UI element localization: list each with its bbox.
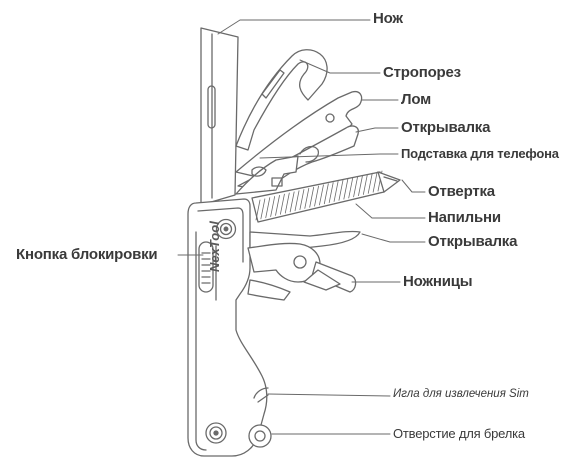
top-screw xyxy=(215,218,237,240)
file-hatch-line xyxy=(323,183,329,205)
file-hatch-line xyxy=(294,190,300,212)
leader-file xyxy=(355,203,426,219)
brand-label: NexTool xyxy=(207,221,222,272)
file-hatch-line xyxy=(338,179,344,201)
file-tool xyxy=(251,170,385,223)
file-hatch-line xyxy=(348,177,354,199)
label-lock-button: Кнопка блокировки xyxy=(16,246,158,263)
leader-knife xyxy=(217,19,371,35)
bottom-screw xyxy=(205,422,227,444)
label-file: Напильни xyxy=(428,209,501,226)
label-knife: Нож xyxy=(373,10,403,27)
strap-cutter-blade xyxy=(235,49,328,151)
file-hatch-line xyxy=(279,193,285,215)
file-hatch-line xyxy=(284,192,290,214)
file-hatch-line xyxy=(265,197,271,219)
file-hatch-line xyxy=(362,174,368,195)
file-hatch-line xyxy=(353,176,359,198)
leader-lines xyxy=(177,19,426,435)
label-sim-pin: Игла для извлечения Sim xyxy=(393,388,529,400)
label-phone-stand: Подставка для телефона xyxy=(401,146,559,161)
file-hatch-line xyxy=(319,184,324,206)
file-hatch-line xyxy=(304,187,310,209)
label-bottle-opener-top: Открывалка xyxy=(401,119,491,136)
file-hatch-line xyxy=(333,181,339,202)
leader-phone-stand xyxy=(259,153,399,159)
knife-blade xyxy=(200,27,239,206)
leader-strap-cutter xyxy=(299,59,381,74)
file-hatch-line xyxy=(260,198,266,220)
label-keyring-hole: Отверстие для брелка xyxy=(393,426,525,441)
file-hatch-line xyxy=(343,178,349,200)
leader-sim-pin xyxy=(267,393,391,397)
label-strap-cutter: Стропорез xyxy=(383,64,461,81)
file-hatch-line xyxy=(270,196,276,217)
file-hatch-line xyxy=(372,171,378,193)
leader-screwdriver xyxy=(401,179,426,193)
label-bottle-opener-bottom: Открывалка xyxy=(428,233,518,250)
file-hatch-line xyxy=(275,194,280,216)
file-hatch-line xyxy=(367,172,373,194)
label-crowbar: Лом xyxy=(401,91,431,108)
file-hatch-line xyxy=(299,189,305,210)
keyring-lug xyxy=(248,424,272,448)
label-scissors: Ножницы xyxy=(403,273,473,290)
file-hatch-line xyxy=(358,175,363,197)
file-hatch-line xyxy=(309,186,315,208)
file-hatch-line xyxy=(328,182,334,204)
file-hatch-line xyxy=(314,185,319,207)
screwdriver-tip xyxy=(377,171,401,193)
leader-bottle-opener-top xyxy=(355,127,399,133)
leader-bottle-opener-bottom xyxy=(361,233,426,243)
sim-pin xyxy=(253,387,269,403)
file-hatch-line xyxy=(255,199,261,221)
file-hatch-line xyxy=(289,191,295,213)
phone-stand-blade xyxy=(235,155,299,195)
scissors xyxy=(247,242,357,301)
label-screwdriver: Отвертка xyxy=(428,183,495,200)
